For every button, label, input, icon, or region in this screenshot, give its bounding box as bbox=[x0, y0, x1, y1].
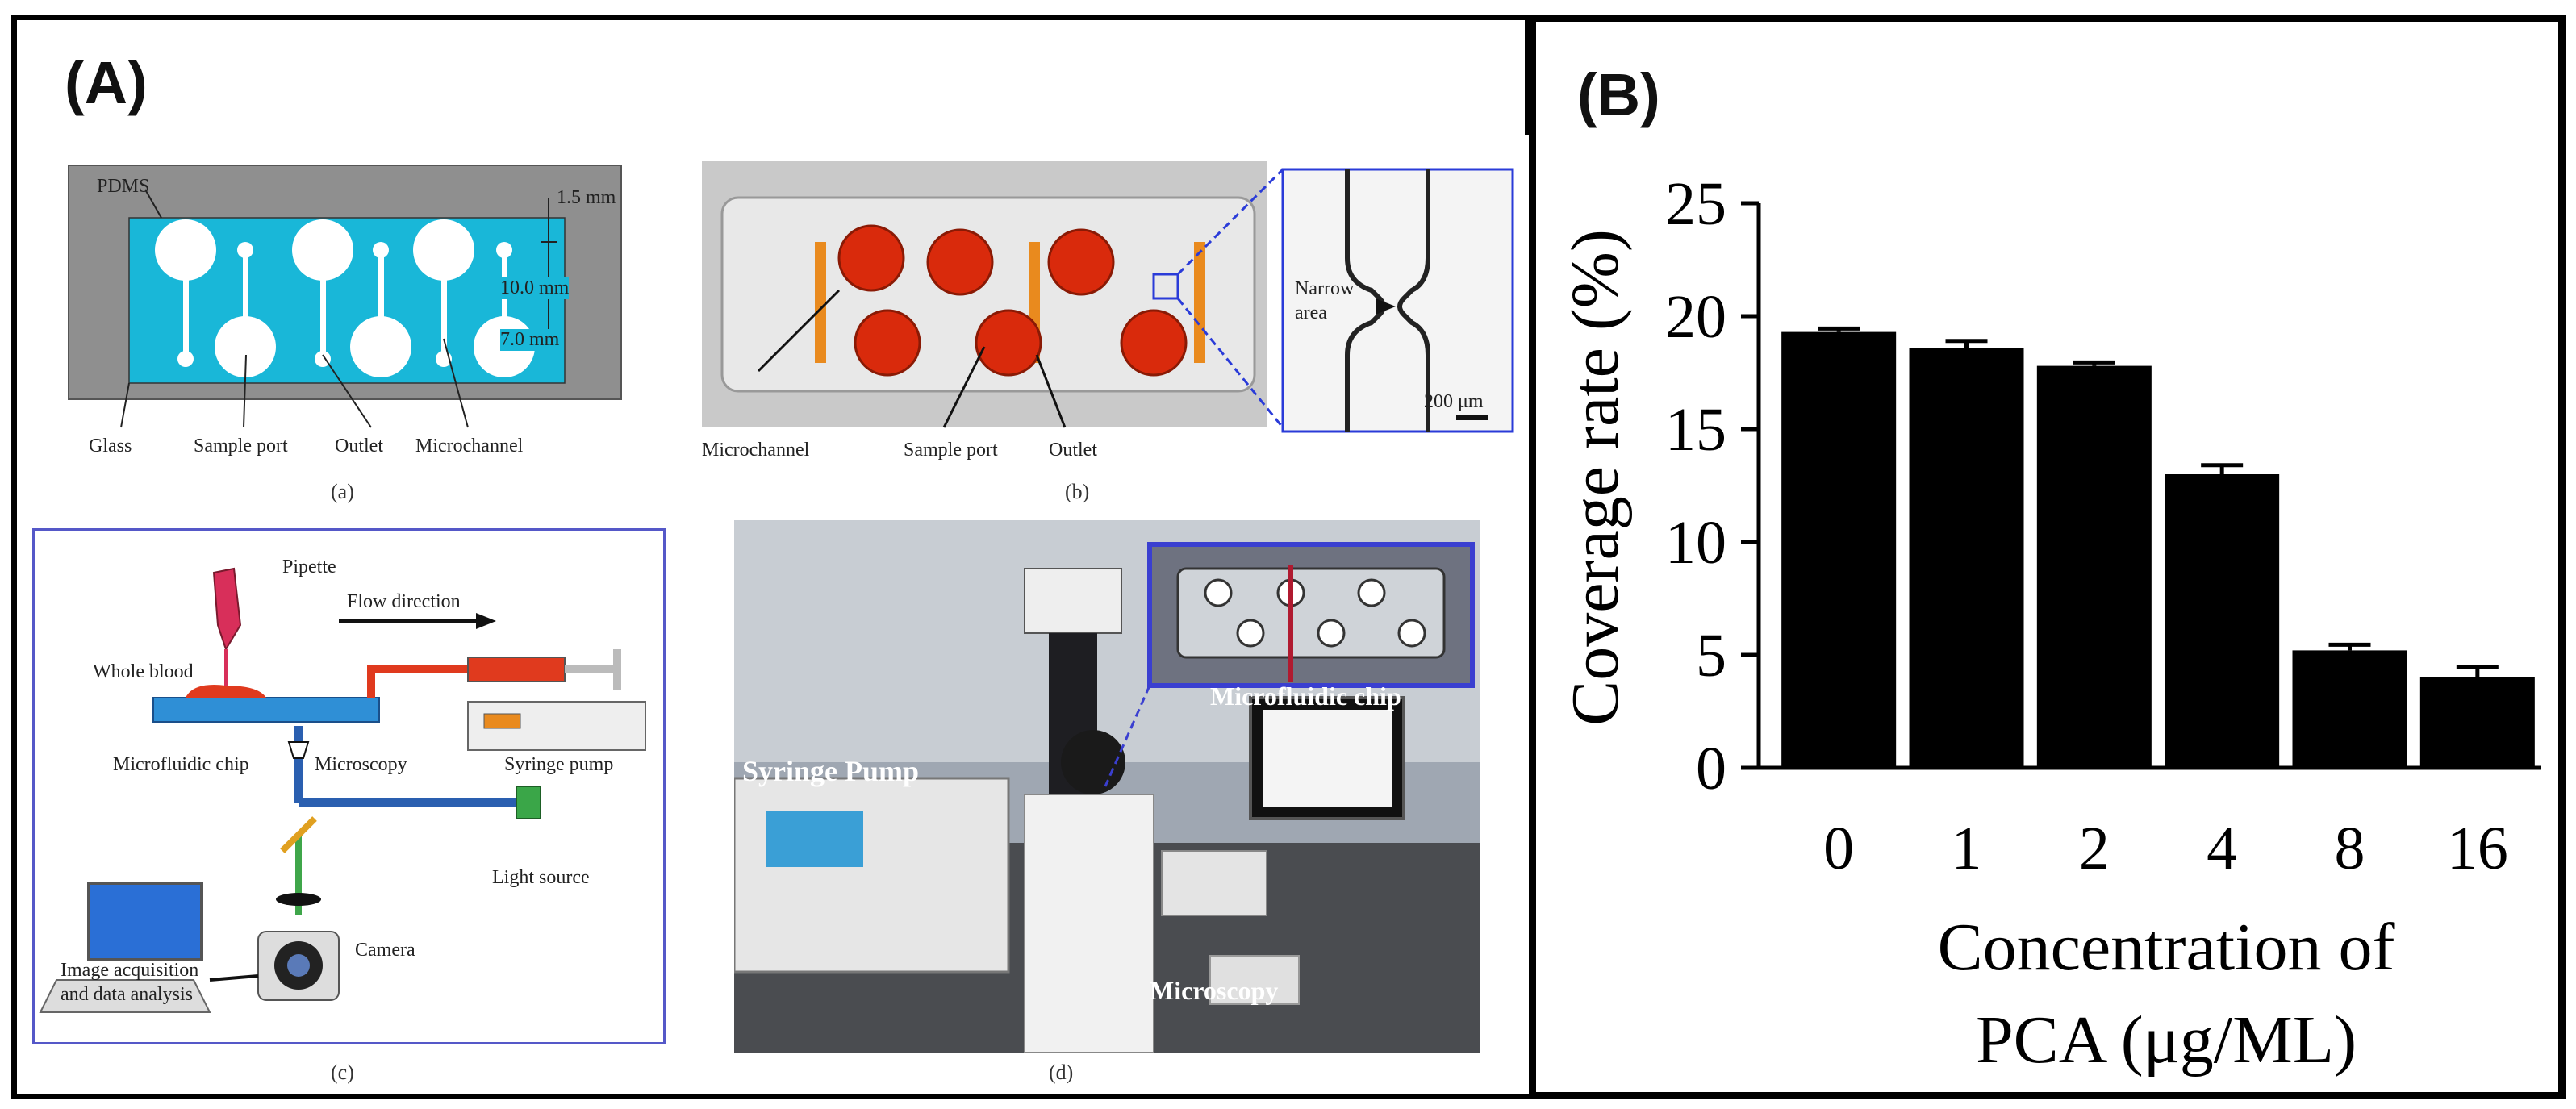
image-acq-label-2: and data analysis bbox=[61, 984, 193, 1005]
sample-port-label-b: Sample port bbox=[904, 440, 998, 461]
red-wells bbox=[837, 224, 1188, 377]
x-tick-label: 16 bbox=[2447, 815, 2508, 882]
chip-photo bbox=[702, 161, 1514, 433]
microfluidic-chip-label-c: Microfluidic chip bbox=[113, 754, 249, 775]
panel-b-separator bbox=[1525, 15, 1534, 135]
x-axis-title-line1: Concentration of bbox=[1938, 910, 2395, 985]
x-tick-label: 8 bbox=[2335, 815, 2365, 882]
bar bbox=[2036, 365, 2152, 768]
microscopy-label-c: Microscopy bbox=[315, 754, 407, 775]
bar bbox=[1909, 348, 2024, 768]
dim-1-5-label: 1.5 mm bbox=[557, 187, 616, 208]
x-axis-title-line2: PCA (μg/ML) bbox=[1976, 1003, 2357, 1078]
glass-label: Glass bbox=[89, 436, 132, 457]
chip-schematic bbox=[68, 165, 622, 428]
camera-label: Camera bbox=[355, 940, 415, 961]
y-tick-label: 25 bbox=[1665, 170, 1726, 238]
microchannel-label-b: Microchannel bbox=[702, 440, 810, 461]
y-tick-label: 0 bbox=[1696, 735, 1726, 803]
setup-diagram bbox=[39, 567, 646, 1013]
lab-photo bbox=[734, 520, 1480, 1053]
image-acq-label-1: Image acquisition bbox=[61, 960, 199, 981]
bar bbox=[1781, 331, 1897, 769]
syringe-pump-label-c: Syringe pump bbox=[504, 754, 614, 775]
bar-chart: 0 5 10 15 20 25 0 1 2 4 8 16 Coverage rate (%) Concen… bbox=[1558, 170, 2541, 1078]
bar bbox=[2419, 677, 2535, 768]
bar bbox=[2292, 650, 2407, 768]
dim-10-label: 10.0 mm bbox=[500, 277, 570, 299]
microchannel-label-a: Microchannel bbox=[415, 436, 524, 457]
panel-a-label: (A) bbox=[65, 49, 148, 116]
scale-bar-label: 200 μm bbox=[1424, 391, 1484, 412]
caption-a: (a) bbox=[331, 480, 354, 503]
narrow-label: Narrow bbox=[1295, 278, 1355, 299]
y-tick-label: 10 bbox=[1665, 509, 1726, 577]
syringe-pump-label-d: Syringe Pump bbox=[742, 755, 920, 787]
caption-b: (b) bbox=[1065, 480, 1090, 503]
whole-blood-label: Whole blood bbox=[93, 661, 194, 682]
outlet-label-b: Outlet bbox=[1049, 440, 1097, 461]
light-source-label: Light source bbox=[492, 867, 590, 888]
microfluidic-chip-label-d: Microfluidic chip bbox=[1210, 682, 1401, 711]
caption-d: (d) bbox=[1049, 1061, 1074, 1084]
y-tick-label: 5 bbox=[1696, 622, 1726, 690]
caption-c: (c) bbox=[331, 1061, 354, 1084]
x-tick-label: 0 bbox=[1823, 815, 1854, 882]
sample-port-label-a: Sample port bbox=[194, 436, 288, 457]
area-label: area bbox=[1295, 302, 1327, 323]
y-axis-title: Coverage rate (%) bbox=[1558, 229, 1633, 726]
y-tick-label: 20 bbox=[1665, 283, 1726, 351]
bar bbox=[2165, 474, 2280, 768]
y-tick-label: 15 bbox=[1665, 396, 1726, 464]
dim-7-label: 7.0 mm bbox=[500, 329, 560, 351]
microscopy-label-d: Microscopy bbox=[1150, 976, 1279, 1005]
orange-channels bbox=[815, 242, 1205, 363]
flow-direction-label: Flow direction bbox=[347, 591, 461, 612]
pipette-label: Pipette bbox=[282, 557, 336, 577]
panel-b-label: (B) bbox=[1577, 61, 1660, 128]
setup-diagram-box bbox=[32, 528, 666, 1044]
pdms-label: PDMS bbox=[97, 176, 150, 197]
x-tick-label: 1 bbox=[1952, 815, 1982, 882]
x-tick-label: 4 bbox=[2207, 815, 2237, 882]
outlet-label-a: Outlet bbox=[335, 436, 383, 457]
x-tick-label: 2 bbox=[2079, 815, 2110, 882]
